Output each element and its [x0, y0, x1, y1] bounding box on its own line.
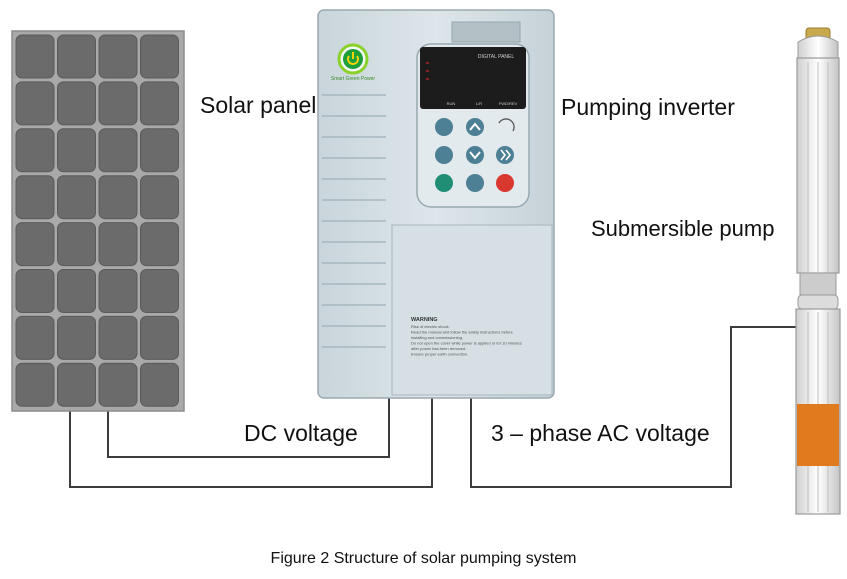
- keypad-keys: [435, 118, 515, 192]
- mode-key[interactable]: [435, 118, 453, 136]
- solar-cell: [57, 128, 96, 173]
- warning-line: installing and commissioning.: [411, 335, 463, 340]
- power-logo: Smart Green Power: [331, 43, 376, 82]
- solar-cell: [15, 34, 55, 79]
- solar-cell: [57, 269, 96, 313]
- solar-cell: [57, 222, 96, 267]
- pump-motor-top: [797, 294, 839, 310]
- solar-cell: [15, 128, 55, 173]
- solar-cell: [140, 269, 179, 313]
- up-key[interactable]: [466, 118, 484, 136]
- prg-key[interactable]: [435, 146, 453, 164]
- wiring: [69, 326, 796, 488]
- indicator-fwdrev: FWD/REV: [499, 101, 518, 106]
- solar-panel: [11, 30, 185, 412]
- dial-arc-icon: [498, 118, 515, 132]
- warning-line: Read the manual and follow the safety in…: [411, 330, 514, 335]
- handle-recess: [451, 21, 521, 43]
- indicator-lr: L/R: [476, 101, 482, 106]
- solar-panel-label: Solar panel: [200, 92, 317, 118]
- solar-cell: [15, 175, 55, 220]
- solar-cell: [57, 315, 96, 360]
- pump-ribs: [807, 62, 829, 272]
- figure-caption: Figure 2 Structure of solar pumping syst…: [270, 550, 577, 567]
- solar-cell: [15, 269, 55, 313]
- warning-line: Risk of electric shock.: [411, 324, 450, 329]
- solar-cell: [140, 315, 179, 360]
- solar-cell: [140, 222, 179, 267]
- solar-cell: [140, 128, 179, 173]
- ac-wire: [470, 326, 796, 488]
- warning-line: Ensure proper earth connection.: [411, 352, 468, 357]
- logo-text: Smart Green Power: [331, 76, 376, 82]
- pump-top-dome: [797, 35, 839, 61]
- solar-cell: [140, 81, 179, 126]
- warning-line: Do not open the cover while power is app…: [411, 341, 522, 346]
- solar-cell: [98, 175, 138, 220]
- solar-cell: [98, 315, 138, 360]
- chevron-up-icon: [469, 122, 481, 131]
- solar-cell: [57, 362, 96, 407]
- func-key[interactable]: [466, 174, 484, 192]
- solar-cell: [98, 128, 138, 173]
- stop-key[interactable]: [496, 174, 514, 192]
- solar-cell: [98, 269, 138, 313]
- warning-title: WARNING: [411, 317, 438, 323]
- front-cover: [391, 224, 553, 396]
- down-key[interactable]: [466, 146, 484, 164]
- solar-cell: [57, 34, 96, 79]
- double-chevron-right-icon: [500, 149, 512, 161]
- indicator-run: RUN: [447, 101, 456, 106]
- warning-text: Risk of electric shock.Read the manual a…: [411, 324, 522, 357]
- solar-cell: [98, 34, 138, 79]
- inverter-fins: [322, 94, 386, 348]
- warning-line: after power has been removed.: [411, 346, 466, 351]
- pumping-inverter-label: Pumping inverter: [561, 94, 735, 120]
- ac-voltage-label: 3 – phase AC voltage: [491, 420, 710, 446]
- solar-cell: [15, 222, 55, 267]
- digital-display: [420, 47, 526, 109]
- chevron-down-icon: [469, 151, 481, 160]
- solar-cell: [15, 362, 55, 407]
- submersible-pump-label: Submersible pump: [591, 216, 775, 241]
- power-symbol: [347, 52, 359, 65]
- pump-orange-band: [797, 404, 839, 466]
- solar-cell: [57, 81, 96, 126]
- pumping-inverter: DIGITAL PANEL RUN L/R FWD/REV: [317, 9, 555, 399]
- dc-wire-outer: [69, 398, 433, 488]
- pump-coupling: [799, 272, 837, 296]
- display-title: DIGITAL PANEL: [478, 54, 515, 60]
- solar-cell: [140, 362, 179, 407]
- dc-voltage-label: DC voltage: [244, 420, 358, 446]
- solar-cell: [140, 175, 179, 220]
- solar-cell: [98, 362, 138, 407]
- solar-cell: [140, 34, 179, 79]
- solar-cell: [98, 222, 138, 267]
- warning-label: WARNING Risk of electric shock.Read the …: [411, 317, 522, 357]
- solar-cell: [15, 81, 55, 126]
- solar-cell: [98, 81, 138, 126]
- dc-wire-inner: [107, 398, 390, 458]
- solar-cell: [15, 315, 55, 360]
- solar-cells: [15, 34, 179, 407]
- run-key[interactable]: [435, 174, 453, 192]
- solar-cell: [57, 175, 96, 220]
- display-leds: [426, 62, 429, 80]
- submersible-pump: [795, 27, 841, 515]
